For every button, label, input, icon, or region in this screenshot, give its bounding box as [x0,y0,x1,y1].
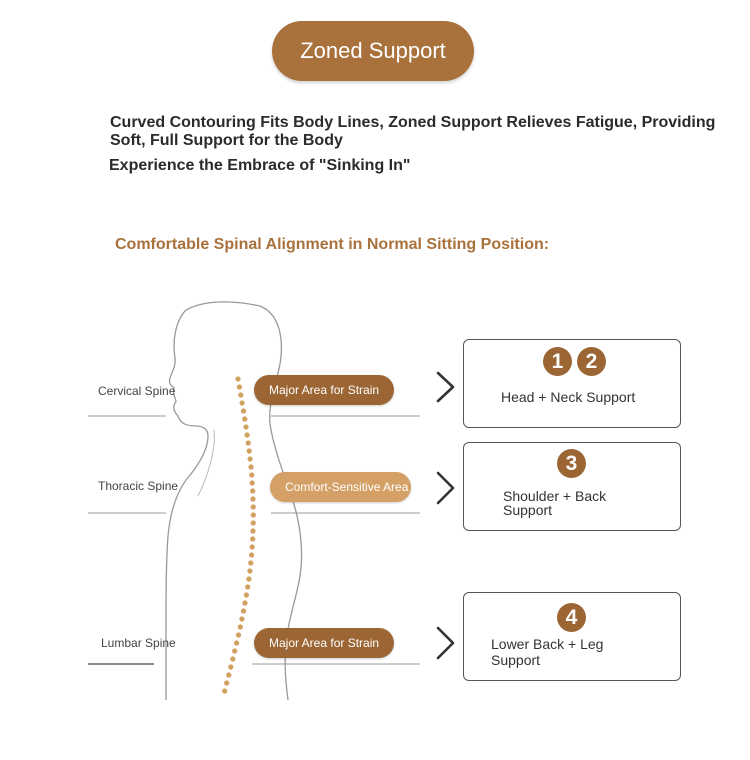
spine-dot [240,408,247,414]
support-label: Head + Neck Support [501,389,636,405]
spine-dot [250,512,256,518]
spine-dot [235,376,241,382]
spine-dot [222,688,228,694]
spine-dot [246,576,252,582]
spine-dot [243,592,249,598]
support-label-line-1: Shoulder + Back [503,488,607,504]
section-heading: Comfortable Spinal Alignment in Normal S… [115,236,550,253]
support-label-line-1: Lower Back + Leg [491,636,604,652]
badge-3: 3 [557,449,586,478]
area-label: Major Area for Strain [269,383,380,397]
spine-dot [247,456,253,462]
support-box-shoulder-back: 3 Shoulder + Back Support [463,442,681,531]
spine-dot [249,480,255,486]
spine-label-thoracic: Thoracic Spine [98,479,179,493]
spine-dot [248,464,254,470]
body-silhouette [88,301,455,701]
spine-dot [250,504,256,510]
spine-dot [250,488,256,494]
spine-dot [249,544,255,550]
chevron-right-icon [436,626,455,660]
badge-1: 1 [543,347,572,376]
support-label-line-2: Support [503,502,553,518]
spine-figure: Cervical Spine Thoracic Spine Lumbar Spi… [0,300,750,720]
spine-label-lumbar: Lumbar Spine [101,636,176,650]
chevron-right-icon [436,371,455,403]
spine-dot [242,600,248,606]
spine-dot [236,384,242,390]
spine-dot [250,536,256,542]
spine-dot [247,568,253,574]
spine-dot [243,424,249,430]
spine-dot [246,448,252,454]
spine-dot [237,624,243,630]
spine-dot [240,608,247,614]
spine-dot [242,416,248,422]
spine-dot [250,528,256,534]
page-title: Zoned Support [300,38,446,63]
spine-dot [230,656,236,662]
spine-dot [250,496,256,502]
badge-2: 2 [577,347,606,376]
strain-pill-thoracic: Comfort-Sensitive Area [270,472,411,502]
spine-dot [235,632,242,638]
spine-dot [239,616,245,622]
spine-dot [248,560,254,566]
title-pill: Zoned Support [272,21,474,81]
spine-dot [249,472,255,478]
intro-line-2: Experience the Embrace of "Sinking In" [109,157,411,174]
spine-dot [245,440,251,446]
badge-4: 4 [557,603,586,632]
spine-dot [250,520,256,526]
intro-line-1: Curved Contouring Fits Body Lines, Zoned… [110,114,716,149]
strain-pill-cervical: Major Area for Strain [254,375,394,405]
spine-dot [244,432,250,438]
strain-pill-lumbar: Major Area for Strain [254,628,394,658]
area-label: Comfort-Sensitive Area [285,480,409,494]
spine-dot [249,552,255,558]
spine-dot [234,640,240,646]
chevron-right-icon [436,471,455,505]
spine-dot [239,400,245,406]
spine-dot [245,584,251,590]
spine-dot [232,648,238,654]
support-box-head-neck: 1 2 Head + Neck Support [463,339,681,428]
support-label-line-2: Support [491,652,541,668]
spine-dot [226,672,232,678]
area-label: Major Area for Strain [269,636,380,650]
spine-label-cervical: Cervical Spine [98,384,176,398]
spine-dot [238,392,244,398]
spine-dot [228,664,234,670]
spine-dots [222,376,256,694]
support-box-lower-back-leg: 4 Lower Back + Leg Support [463,592,681,681]
spine-dot [224,680,230,686]
